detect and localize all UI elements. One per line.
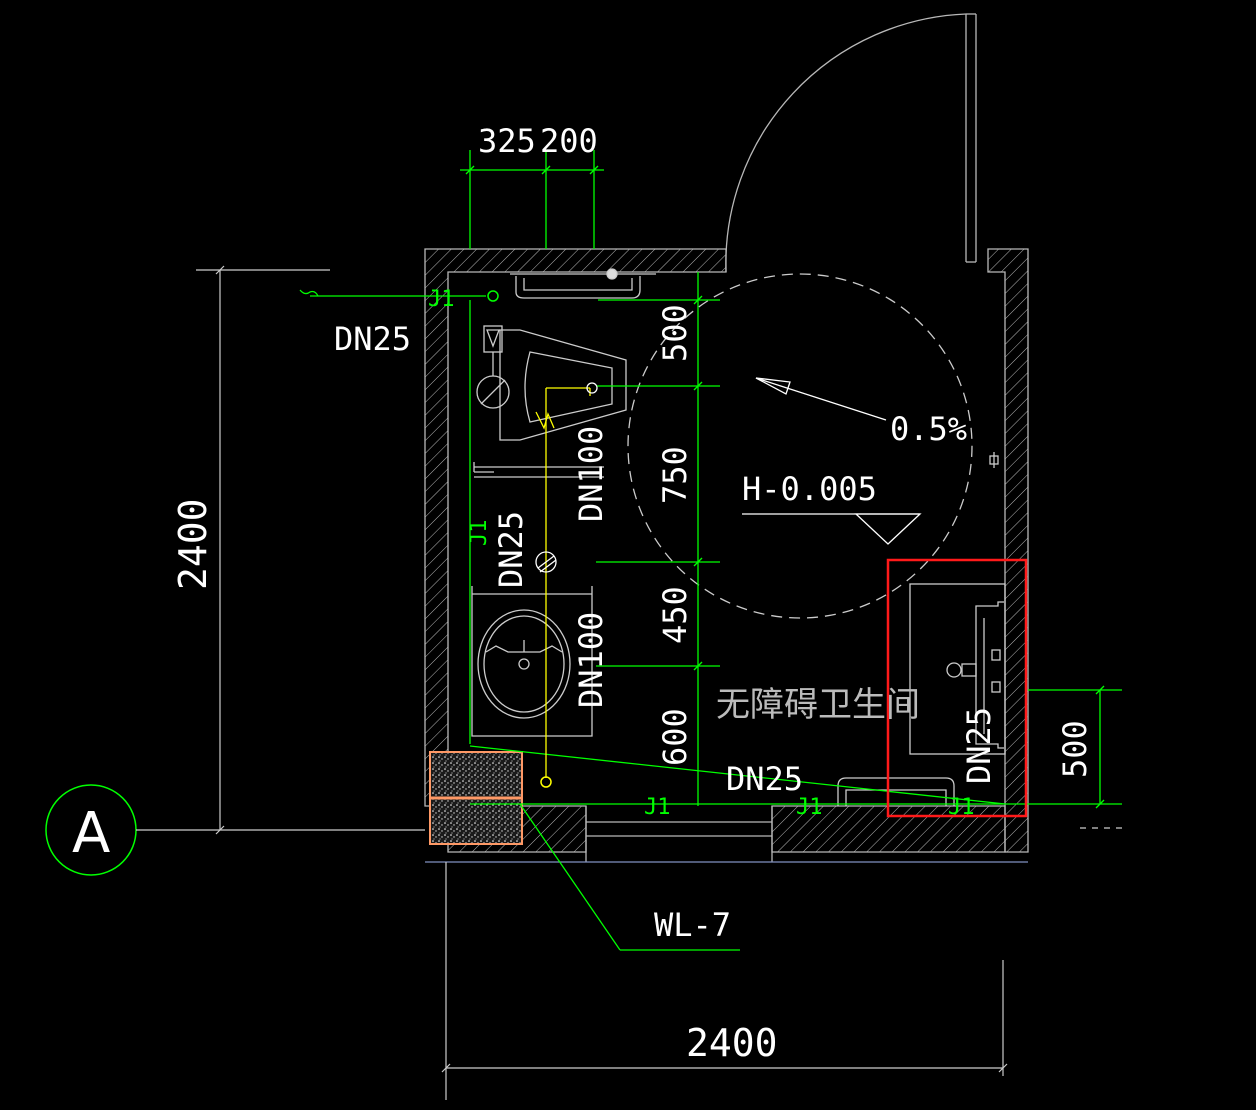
dim-bottom-total: 2400 <box>686 1021 778 1065</box>
drain-riser-bottom <box>540 776 552 788</box>
riser-j1-top <box>487 290 499 302</box>
riser-label-j1-left: J1 <box>428 287 455 312</box>
pipe-label-dn25-bottom: DN25 <box>726 760 803 798</box>
floor-drain-circle <box>627 273 973 619</box>
structural-column <box>429 751 523 845</box>
drain-point-urinal <box>586 382 598 394</box>
drain-pipes <box>535 387 591 778</box>
pipe-label-dn25-vertical: DN25 <box>492 511 530 588</box>
urinal <box>476 325 627 441</box>
toilet <box>909 452 1006 755</box>
axis-bubble-a <box>45 784 196 876</box>
cleanout <box>535 551 557 573</box>
overall-dimension-lines <box>196 265 1122 1100</box>
elevation-symbol <box>742 513 922 545</box>
door-swing <box>725 13 977 273</box>
j1-label-bottom-2: J1 <box>796 795 823 820</box>
dim-left-total: 2400 <box>171 498 215 590</box>
supply-pipes <box>299 289 1122 951</box>
dim-seg-3: 450 <box>656 586 694 644</box>
wash-basin <box>471 586 593 737</box>
grab-bar-middle <box>473 462 604 478</box>
j1-label-bottom-3: J1 <box>948 795 975 820</box>
dim-top-left: 325 <box>478 122 536 160</box>
pipe-label-dn25-left: DN25 <box>334 320 411 358</box>
riser-label-j1-vertical: J1 <box>467 520 492 547</box>
drain-riser-label: WL-7 <box>654 906 731 944</box>
dim-top-right: 200 <box>540 122 598 160</box>
slope-arrow <box>755 377 887 421</box>
elevation-label: H-0.005 <box>742 470 877 508</box>
room-name: 无障碍卫生间 <box>716 685 920 725</box>
j1-label-bottom-1: J1 <box>644 795 671 820</box>
pipe-label-dn25-right: DN25 <box>960 707 998 784</box>
dim-seg-4: 600 <box>656 708 694 766</box>
dim-seg-1: 500 <box>656 304 694 362</box>
dim-right-segment: 500 <box>1056 720 1094 778</box>
pipe-label-dn100-lower: DN100 <box>572 612 610 708</box>
dim-seg-2: 750 <box>656 446 694 504</box>
highlight-box <box>886 558 1028 818</box>
grab-bar-top <box>510 268 656 299</box>
slope-label: 0.5% <box>890 410 967 448</box>
pipe-label-dn100-upper: DN100 <box>572 426 610 522</box>
axis-label-a: A <box>72 801 110 866</box>
walls <box>424 248 1029 862</box>
dimension-lines <box>460 150 1105 809</box>
